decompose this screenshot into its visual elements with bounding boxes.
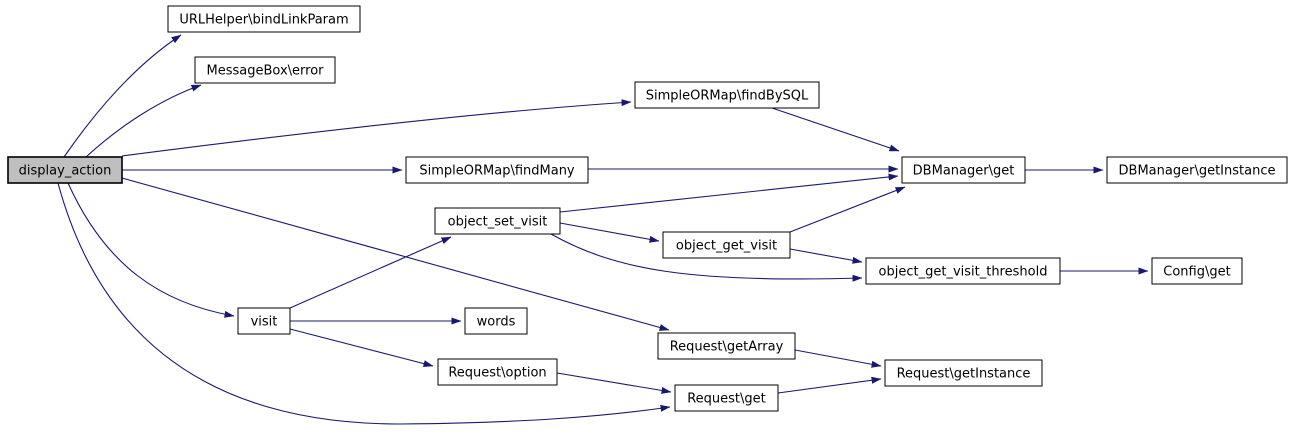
edge-visit--request_option xyxy=(289,328,434,368)
node-box[interactable] xyxy=(884,359,1043,387)
node-display-action: display_action xyxy=(7,156,123,184)
node-request-option[interactable]: Request\option xyxy=(437,358,558,386)
edge-display_action--visit xyxy=(67,182,235,318)
edge-display_action--messagebox_error xyxy=(85,84,202,158)
edge-display_action--urlhelper_bindlinkparam xyxy=(63,34,182,158)
node-request-get[interactable]: Request\get xyxy=(674,384,779,412)
node-label: Request\getArray xyxy=(670,340,784,355)
edge-display_action--request_get xyxy=(57,182,671,425)
edge-request_getarray--request_getinstance xyxy=(794,349,882,368)
node-request-getinstance[interactable]: Request\getInstance xyxy=(884,359,1043,387)
node-label: display_action xyxy=(19,164,112,179)
node-label: MessageBox\error xyxy=(207,64,325,79)
node-label: object_set_visit xyxy=(448,215,548,230)
node-label: SimpleORMap\findMany xyxy=(419,164,575,179)
edge-object_set_visit--object_get_visit_threshold xyxy=(550,233,863,282)
node-request-getarray[interactable]: Request\getArray xyxy=(657,332,796,360)
node-object-set-visit[interactable]: object_set_visit xyxy=(434,207,561,235)
root-node-box xyxy=(7,156,123,184)
node-label: visit xyxy=(251,315,278,330)
node-label: object_get_visit_threshold xyxy=(879,265,1048,280)
node-box[interactable] xyxy=(464,307,528,335)
node-words[interactable]: words xyxy=(464,307,528,335)
edge-object_get_visit--object_get_visit_threshold xyxy=(789,248,863,264)
node-visit[interactable]: visit xyxy=(237,307,291,335)
edge-object_set_visit--object_get_visit xyxy=(559,222,660,243)
edges-layer xyxy=(57,34,1149,425)
edge-visit--object_set_visit xyxy=(289,236,452,309)
node-box[interactable] xyxy=(434,207,561,235)
node-simpleormap-findmany[interactable]: SimpleORMap\findMany xyxy=(405,156,589,184)
nodes-layer: display_action URLHelper\bindLinkParamMes… xyxy=(7,5,1288,412)
node-box[interactable] xyxy=(901,156,1026,184)
node-label: URLHelper\bindLinkParam xyxy=(179,13,348,28)
node-object-get-visit-threshold[interactable]: object_get_visit_threshold xyxy=(865,257,1061,285)
edge-object_get_visit--dbmanager_get xyxy=(789,186,906,233)
node-dbmanager-get[interactable]: DBManager\get xyxy=(901,156,1026,184)
node-box[interactable] xyxy=(674,384,779,412)
node-label: object_get_visit xyxy=(676,239,777,254)
edge-object_set_visit--dbmanager_get xyxy=(559,173,899,213)
node-box[interactable] xyxy=(657,332,796,360)
edge-request_get--request_getinstance xyxy=(777,376,882,394)
node-box[interactable] xyxy=(865,257,1061,285)
node-messagebox-error[interactable]: MessageBox\error xyxy=(194,56,336,84)
node-box[interactable] xyxy=(237,307,291,335)
node-simpleormap-findbysql[interactable]: SimpleORMap\findBySQL xyxy=(634,81,820,109)
node-label: Config\get xyxy=(1163,265,1230,280)
node-label: Request\option xyxy=(448,366,546,381)
node-box[interactable] xyxy=(1106,156,1288,184)
node-label: SimpleORMap\findBySQL xyxy=(646,89,809,104)
node-box[interactable] xyxy=(662,231,791,259)
edge-request_option--request_get xyxy=(556,372,672,394)
node-object-get-visit[interactable]: object_get_visit xyxy=(662,231,791,259)
node-box[interactable] xyxy=(405,156,589,184)
node-label: Request\get xyxy=(687,392,766,407)
node-box[interactable] xyxy=(167,5,361,33)
node-box[interactable] xyxy=(437,358,558,386)
node-label: words xyxy=(477,315,516,330)
edge-display_action--simpleormap_findbysql xyxy=(121,99,632,157)
node-label: Request\getInstance xyxy=(897,367,1031,382)
node-box[interactable] xyxy=(1151,257,1243,285)
node-box[interactable] xyxy=(634,81,820,109)
node-label: DBManager\getInstance xyxy=(1119,164,1276,179)
node-label: DBManager\get xyxy=(913,164,1015,179)
node-config-get[interactable]: Config\get xyxy=(1151,257,1243,285)
node-dbmanager-getinstance[interactable]: DBManager\getInstance xyxy=(1106,156,1288,184)
node-urlhelper-bindlinkparam[interactable]: URLHelper\bindLinkParam xyxy=(167,5,361,33)
edge-simpleormap_findbysql--dbmanager_get xyxy=(771,107,900,152)
edge-display_action--request_getarray xyxy=(121,177,670,331)
node-box[interactable] xyxy=(194,56,336,84)
